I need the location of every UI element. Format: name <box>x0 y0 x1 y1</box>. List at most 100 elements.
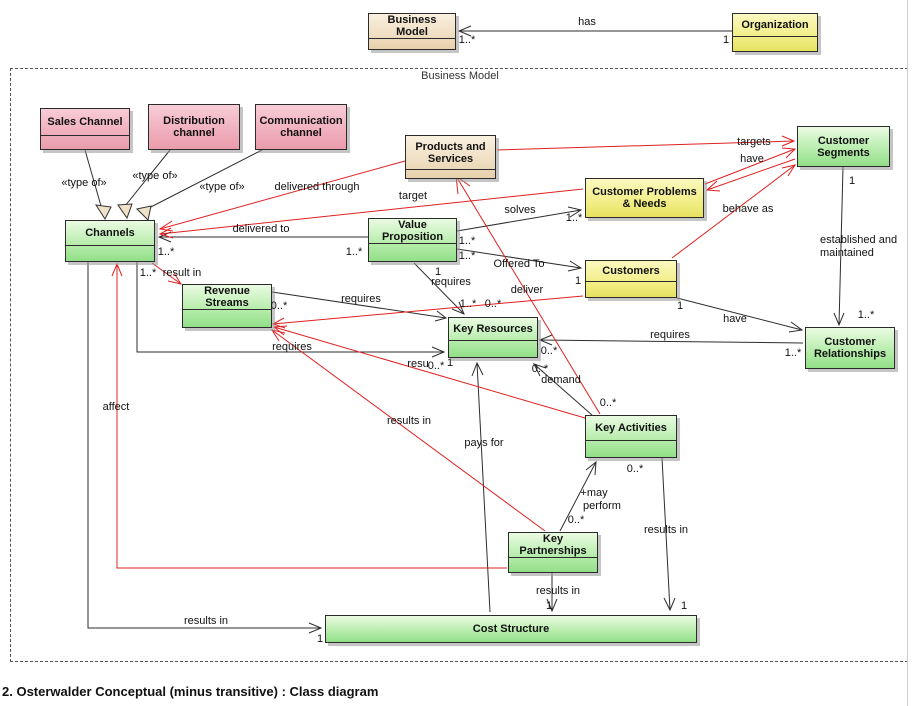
attributes-compartment <box>369 38 455 49</box>
edge-results-in-kp-rs[interactable] <box>270 329 546 532</box>
class-communication-channel[interactable]: Communication channel <box>255 104 347 150</box>
edge-label-solves: solves <box>504 204 536 216</box>
edge-requires-vp-kr[interactable] <box>413 262 465 315</box>
edge-behave-as[interactable] <box>671 164 797 259</box>
class-value-proposition[interactable]: Value Proposition <box>368 218 457 262</box>
edge-pays-for[interactable] <box>471 361 491 613</box>
edge-has[interactable] <box>457 25 732 37</box>
class-sales-channel[interactable]: Sales Channel <box>40 108 130 150</box>
edge-label-results-in: results in <box>386 415 432 427</box>
multiplicity: 1..* <box>459 298 477 310</box>
class-name: Channels <box>85 227 135 239</box>
edge-label-deliver: deliver <box>510 284 544 296</box>
class-customer-relationships[interactable]: Customer Relationships <box>805 327 895 369</box>
class-cost-structure[interactable]: Cost Structure <box>325 615 697 643</box>
multiplicity: 0..* <box>427 360 445 372</box>
class-revenue-streams[interactable]: Revenue Streams <box>182 284 272 328</box>
edge-results-in-ch-cost[interactable] <box>87 262 323 634</box>
class-name: Products and Services <box>415 140 486 165</box>
class-customers[interactable]: Customers <box>585 260 677 298</box>
edge-have-cpn-cs[interactable] <box>704 147 797 192</box>
edge-typeof-sales-channel[interactable] <box>84 149 112 221</box>
multiplicity: 1..* <box>857 309 875 321</box>
edge-requires-ch-kr[interactable] <box>136 262 446 358</box>
multiplicity: 1 <box>446 357 454 369</box>
class-business-model[interactable]: Business Model <box>368 13 456 50</box>
edge-label-results-in: results in <box>535 585 581 597</box>
edge-label-established: established and <box>820 234 898 246</box>
class-name: Key Activities <box>595 422 667 434</box>
edge-results-in-kp-cost[interactable] <box>546 573 558 613</box>
attributes-compartment <box>66 245 154 261</box>
multiplicity: 1..* <box>458 250 476 262</box>
edge-label-requires: requires <box>431 276 471 288</box>
multiplicity: 1..* <box>565 212 583 224</box>
edge-customers-rs[interactable] <box>271 295 584 329</box>
multiplicity: 0..* <box>567 514 585 526</box>
stereotype-type-of: «type of» <box>199 181 245 193</box>
edge-may-perform[interactable] <box>559 460 597 532</box>
multiplicity: 0..* <box>270 300 288 312</box>
multiplicity: 0..* <box>531 363 549 375</box>
class-name: Revenue Streams <box>204 285 250 309</box>
edge-label-results-in: results in <box>643 524 689 536</box>
multiplicity: 0..* <box>626 463 644 475</box>
class-name: Customer Segments <box>817 134 870 159</box>
attributes-compartment <box>183 309 271 327</box>
edge-established-maintained[interactable] <box>833 166 845 327</box>
window-right-border <box>907 0 908 706</box>
class-name: Customers <box>602 265 660 277</box>
edge-demand[interactable] <box>533 363 593 416</box>
edge-affect[interactable] <box>111 262 507 569</box>
edge-typeof-distribution-channel[interactable] <box>117 149 171 220</box>
edge-delivered-through[interactable] <box>158 160 406 232</box>
class-name: Distribution channel <box>163 115 225 139</box>
class-products-and-services[interactable]: Products and Services <box>405 135 496 179</box>
attributes-compartment <box>41 135 129 149</box>
edge-label-result-in: result in <box>162 267 202 279</box>
edge-result-in-ch-rs[interactable] <box>151 262 183 285</box>
edge-requires-rs-kr[interactable] <box>271 291 448 322</box>
edge-label-offered-to: Offered To <box>493 258 545 270</box>
multiplicity: 1..* <box>784 347 802 359</box>
edge-targets[interactable] <box>496 135 796 151</box>
edge-offered-to[interactable] <box>456 248 583 272</box>
class-key-activities[interactable]: Key Activities <box>585 415 677 458</box>
edge-label-pays-for: pays for <box>464 437 504 449</box>
multiplicity: 0..* <box>484 298 502 310</box>
class-name: Communication channel <box>259 115 343 139</box>
class-name: Customer Relationships <box>813 336 887 360</box>
edge-label-behave-as: behave as <box>722 203 774 215</box>
class-customer-problems-needs[interactable]: Customer Problems & Needs <box>585 178 704 218</box>
class-organization[interactable]: Organization <box>732 13 818 52</box>
edge-typeof-communication-channel[interactable] <box>135 149 263 222</box>
edge-results-in-ka-cost[interactable] <box>661 457 676 612</box>
multiplicity: 1 <box>574 275 582 287</box>
edge-label-demand: demand <box>541 374 581 386</box>
class-name: Business Model <box>387 14 437 38</box>
edge-have-cust-cr[interactable] <box>676 297 804 333</box>
attributes-compartment <box>369 243 456 261</box>
edge-solves[interactable] <box>456 206 583 232</box>
class-name: Key Partnerships <box>519 533 587 557</box>
edge-label-delivered-to: delivered to <box>232 223 290 235</box>
class-key-resources[interactable]: Key Resources <box>448 317 538 358</box>
edge-target[interactable] <box>158 188 584 239</box>
class-channels[interactable]: Channels <box>65 220 155 262</box>
class-customer-segments[interactable]: Customer Segments <box>797 126 890 167</box>
edge-requires-cr-kr[interactable] <box>538 334 804 346</box>
class-name: Sales Channel <box>47 116 123 128</box>
edge-label-results-in: results in <box>183 615 229 627</box>
class-distribution-channel[interactable]: Distribution channel <box>148 104 240 150</box>
multiplicity: 1 <box>722 34 730 46</box>
stereotype-type-of: «type of» <box>132 170 178 182</box>
class-name: Key Resources <box>453 323 533 335</box>
multiplicity: 1 <box>680 600 688 612</box>
class-key-partnerships[interactable]: Key Partnerships <box>508 532 598 573</box>
edge-label-has: has <box>578 16 596 28</box>
attributes-compartment <box>733 36 817 51</box>
frame-label: Business Model <box>417 70 503 82</box>
edge-label-affect: affect <box>102 401 130 413</box>
